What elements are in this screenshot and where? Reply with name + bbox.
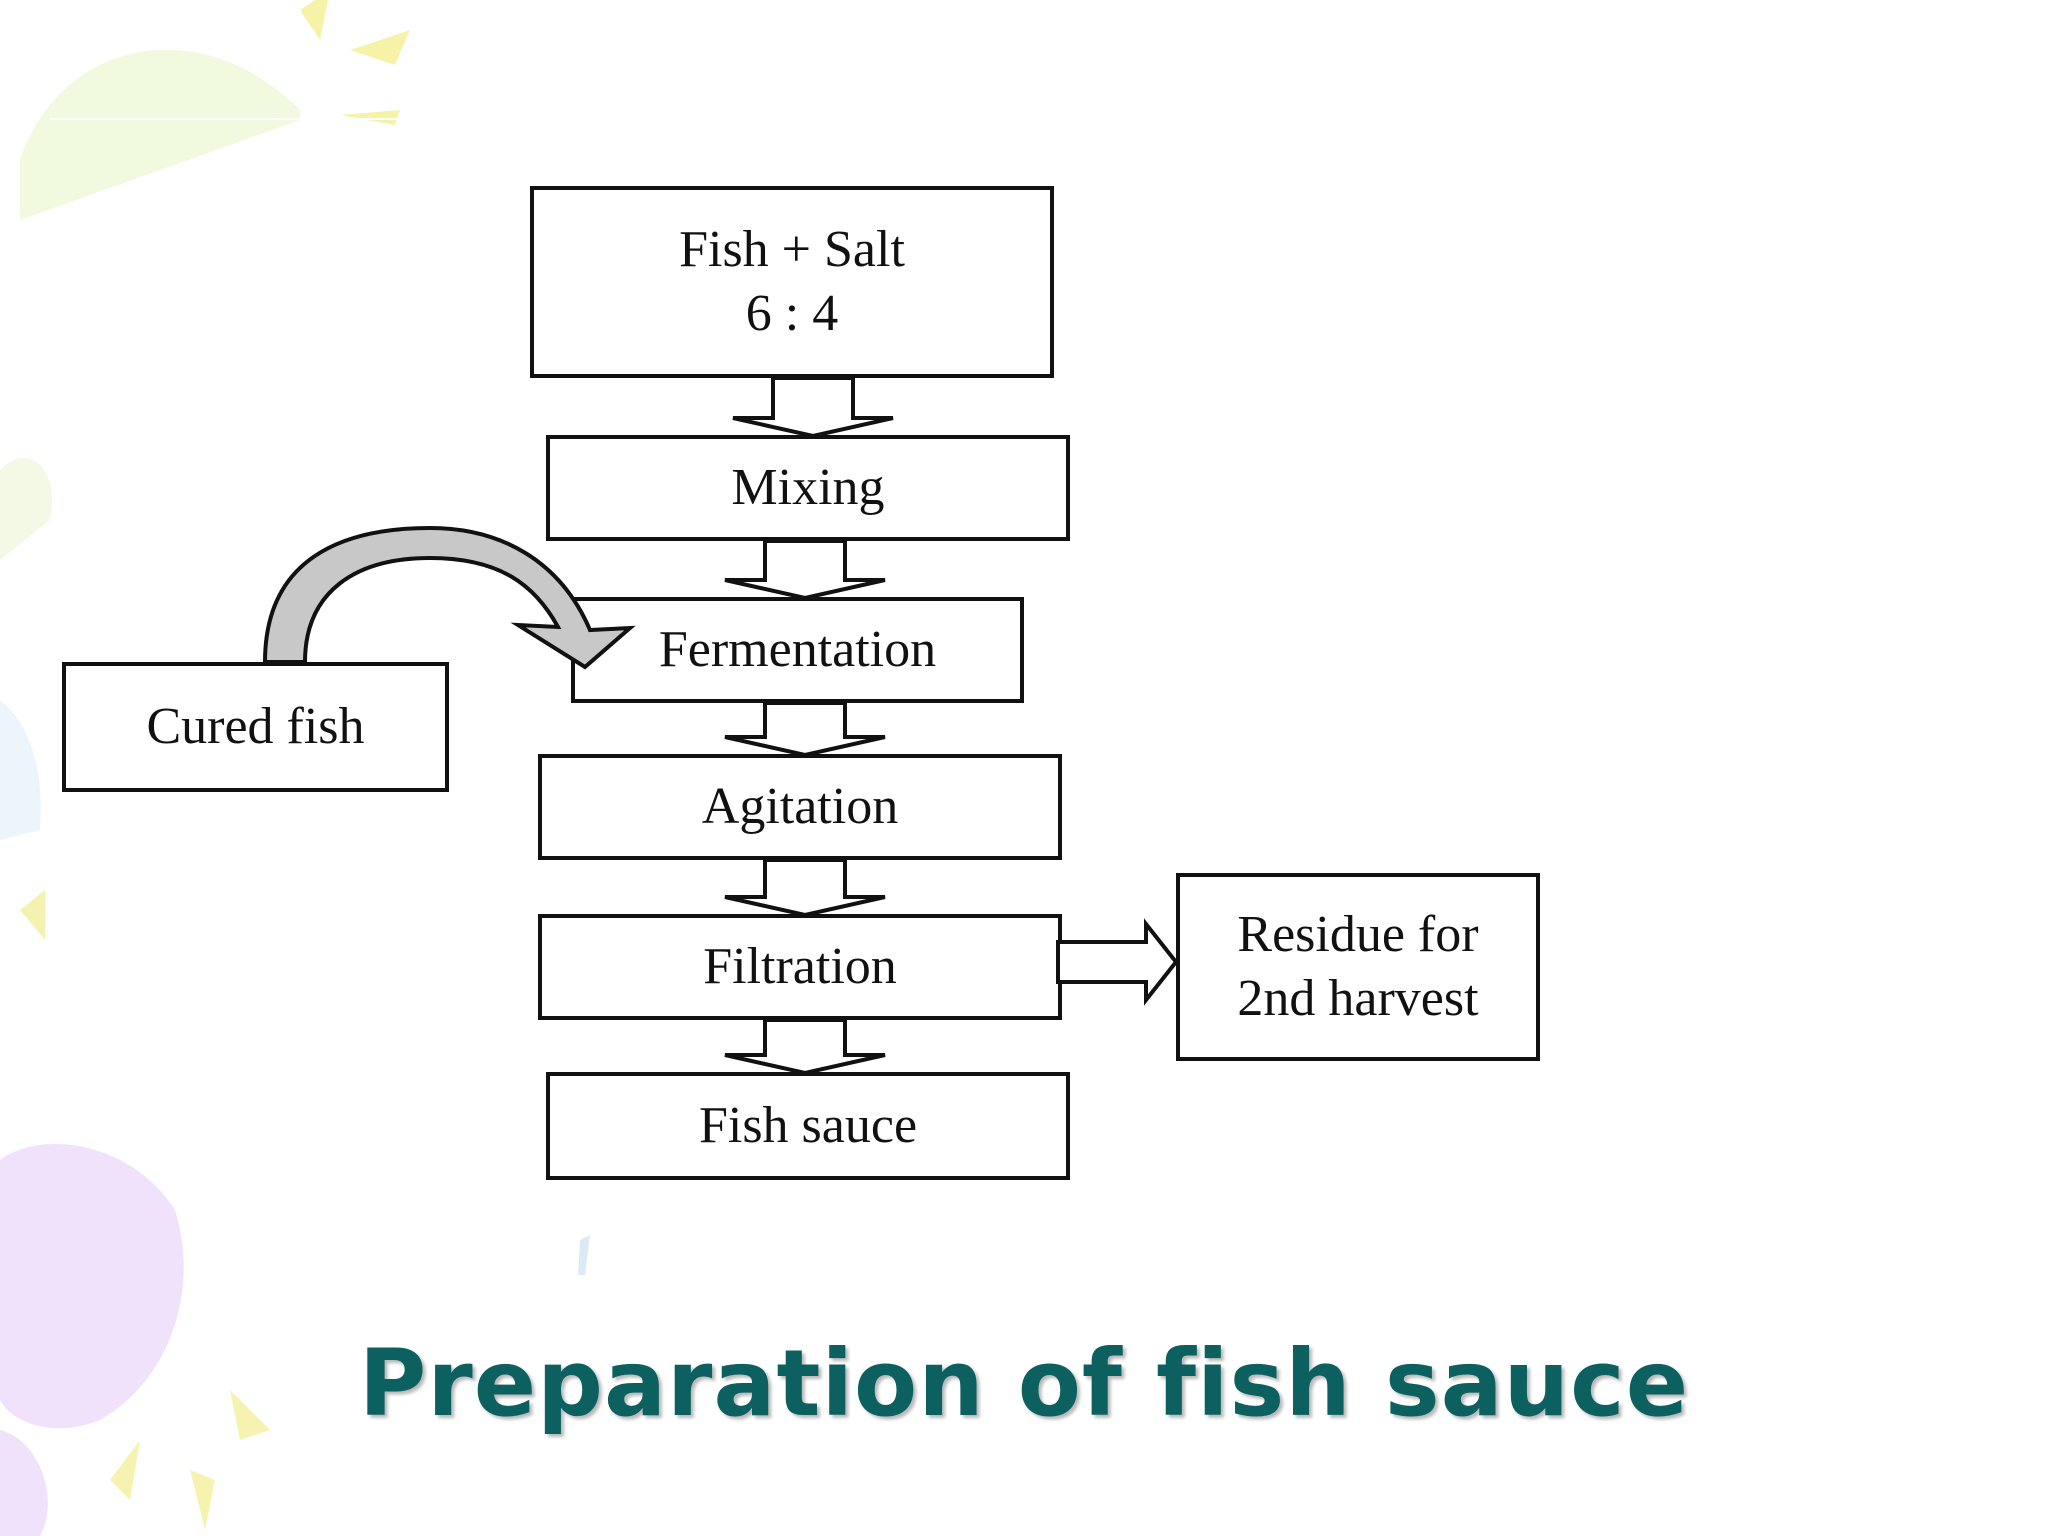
mixing-label: Mixing [731, 459, 885, 516]
filtration-box: Filtration [538, 914, 1062, 1020]
fish-salt-ratio: 6 : 4 [745, 285, 839, 342]
agitation-label: Agitation [701, 778, 899, 835]
mixing-box: Mixing [546, 435, 1070, 541]
fish-sauce-label: Fish sauce [698, 1097, 918, 1154]
fish-sauce-box: Fish sauce [546, 1072, 1070, 1180]
filtration-label: Filtration [703, 938, 897, 995]
residue-label-line1: Residue for [1237, 906, 1479, 963]
fermentation-box: Fermentation [571, 597, 1024, 703]
cured-fish-label: Cured fish [146, 698, 365, 755]
agitation-box: Agitation [538, 754, 1062, 860]
residue-box: Residue for 2nd harvest [1176, 873, 1540, 1061]
residue-label-line2: 2nd harvest [1237, 970, 1479, 1027]
fermentation-label: Fermentation [658, 621, 937, 678]
fish-salt-box: Fish + Salt 6 : 4 [530, 186, 1054, 378]
cured-fish-box: Cured fish [62, 662, 449, 792]
slide-title: Preparation of fish sauce [358, 1330, 1690, 1437]
fish-salt-label: Fish + Salt [679, 221, 905, 278]
